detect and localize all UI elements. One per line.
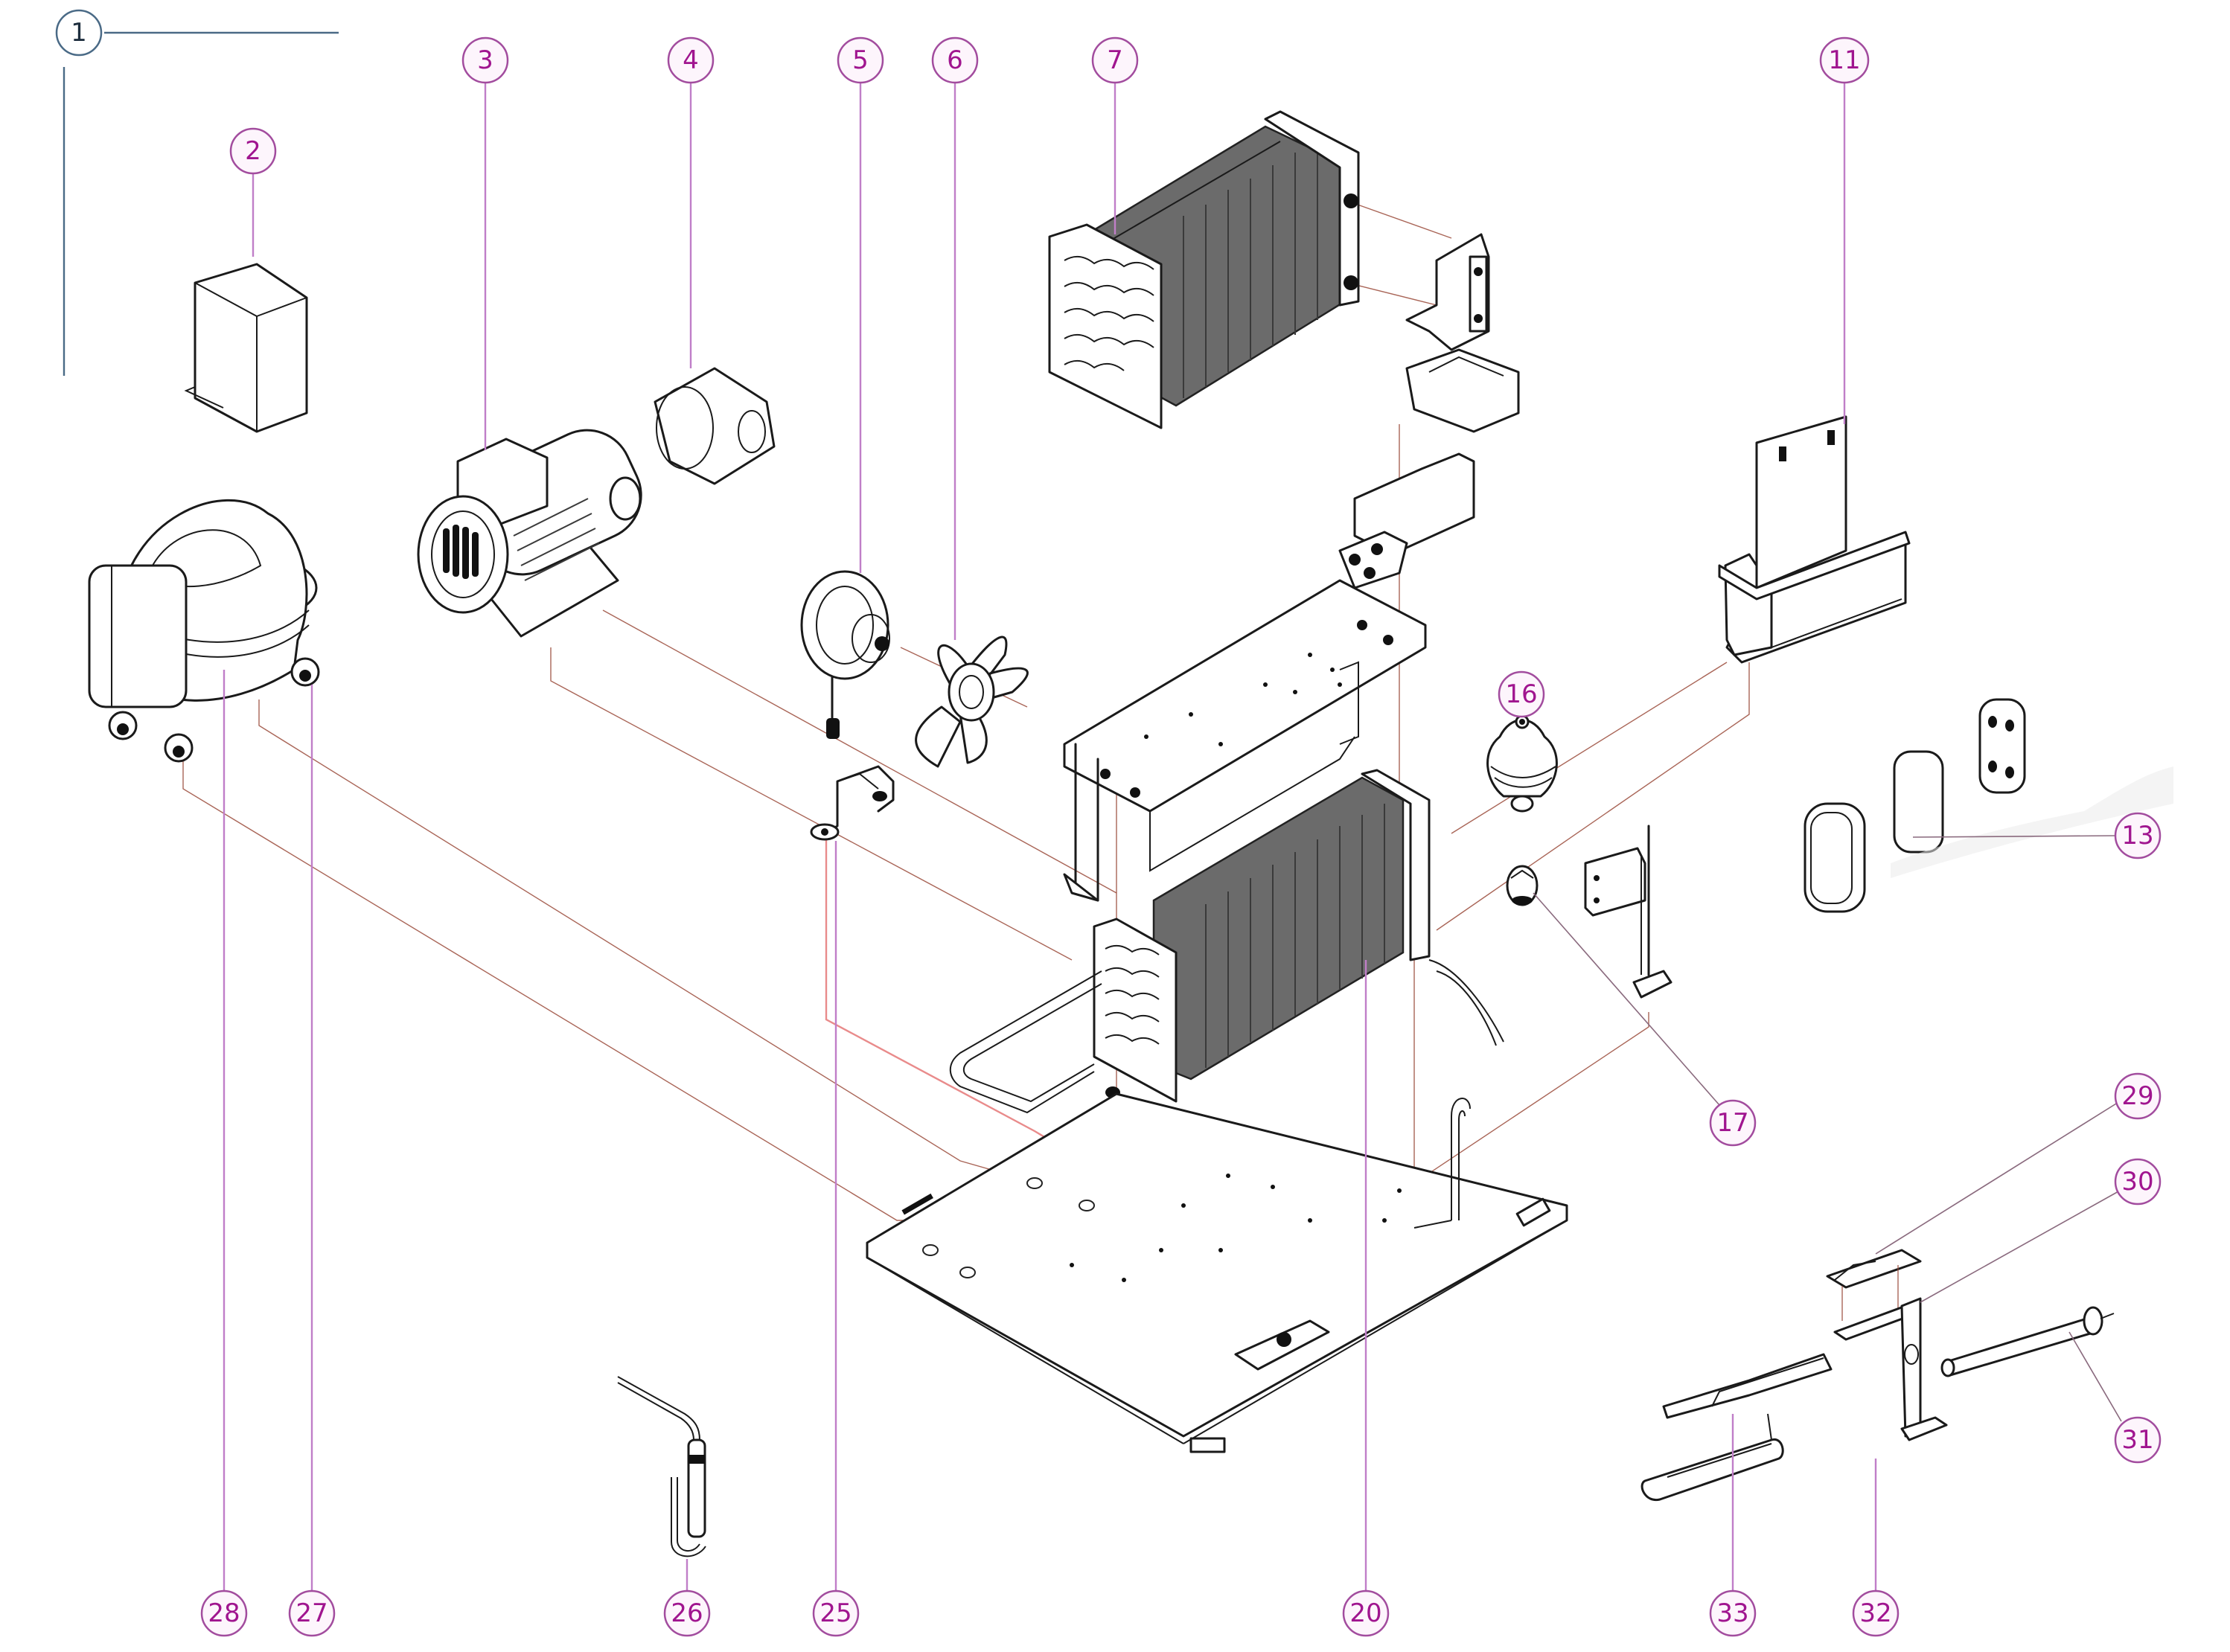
callout-7-label: 7	[1107, 45, 1123, 75]
base-plate-part[interactable]	[866, 1092, 1568, 1453]
callout-26-label: 26	[671, 1598, 703, 1628]
motor-cover-part[interactable]	[654, 367, 776, 485]
callout-2[interactable]: 2	[229, 127, 277, 175]
callout-30-label: 30	[2121, 1167, 2153, 1197]
evaporator-fan-motor-part[interactable]	[800, 570, 890, 739]
callout-31[interactable]: 31	[2114, 1416, 2162, 1464]
callout-29[interactable]: 29	[2114, 1072, 2162, 1120]
callout-20-label: 20	[1349, 1598, 1381, 1628]
drain-tray-part[interactable]	[1718, 415, 1911, 664]
callout-25-label: 25	[820, 1598, 852, 1628]
assembly-line	[1436, 662, 1750, 931]
callout-1-label: 1	[71, 18, 87, 48]
callout-20[interactable]: 20	[1342, 1589, 1390, 1637]
callout-32[interactable]: 32	[1852, 1589, 1900, 1637]
callout-11[interactable]: 11	[1819, 36, 1870, 84]
leader-lines	[63, 31, 2122, 1591]
callout-31-label: 31	[2121, 1425, 2153, 1455]
callout-27[interactable]: 27	[288, 1589, 336, 1637]
callout-17-label: 17	[1716, 1108, 1748, 1138]
callout-13-label: 13	[2121, 821, 2153, 851]
electrical-box-part[interactable]	[184, 263, 308, 433]
callout-4[interactable]: 4	[667, 36, 715, 84]
heater-assembly-part[interactable]	[1640, 1249, 2115, 1502]
callout-30[interactable]: 30	[2114, 1158, 2162, 1206]
compressor-part[interactable]	[88, 499, 320, 763]
fitting-nut-part[interactable]	[1506, 865, 1539, 906]
fan-blade-part[interactable]	[915, 635, 1029, 768]
callout-17[interactable]: 17	[1709, 1099, 1757, 1147]
callout-13[interactable]: 13	[2114, 812, 2162, 859]
assembly-line	[1346, 282, 1437, 306]
callout-16-label: 16	[1505, 679, 1537, 709]
assembly-line	[1451, 662, 1728, 834]
accumulator-part[interactable]	[1486, 714, 1558, 813]
motor-bracket-part[interactable]	[810, 765, 895, 841]
callout-1[interactable]: 1	[55, 9, 103, 57]
condenser-bracket-part[interactable]	[1338, 233, 1520, 589]
callout-32-label: 32	[1859, 1598, 1891, 1628]
callout-6[interactable]: 6	[931, 36, 979, 84]
callout-16[interactable]: 16	[1498, 670, 1545, 718]
callout-2-label: 2	[245, 136, 261, 166]
fan-motor-part[interactable]	[417, 415, 656, 638]
callout-33-label: 33	[1716, 1598, 1748, 1628]
assembly-line	[258, 699, 1065, 1191]
side-bracket-part[interactable]	[1584, 825, 1672, 999]
callout-26[interactable]: 26	[663, 1589, 711, 1637]
callout-11-label: 11	[1828, 45, 1860, 75]
assembly-line	[550, 647, 1073, 961]
callout-3-label: 3	[477, 45, 493, 75]
callout-7[interactable]: 7	[1091, 36, 1139, 84]
callout-3[interactable]: 3	[461, 36, 509, 84]
gasket-set-part[interactable]	[1804, 698, 2173, 913]
callout-5-label: 5	[852, 45, 869, 75]
callout-29-label: 29	[2121, 1081, 2153, 1111]
callout-25[interactable]: 25	[812, 1589, 860, 1637]
callout-27-label: 27	[295, 1598, 328, 1628]
callouts: 1 2 3 4 5 6 7 11	[55, 9, 2162, 1637]
capillary-drier-part[interactable]	[617, 1376, 706, 1557]
assembly-line	[1413, 1012, 1649, 1184]
assembly-line	[1346, 200, 1452, 239]
callout-6-label: 6	[947, 45, 963, 75]
callout-28[interactable]: 28	[200, 1589, 248, 1637]
callout-28-label: 28	[208, 1598, 240, 1628]
frame-shelf-part[interactable]	[1063, 579, 1427, 902]
callout-5[interactable]: 5	[837, 36, 884, 84]
callout-33[interactable]: 33	[1709, 1589, 1757, 1637]
condenser-coil-part[interactable]	[1048, 110, 1360, 429]
assembly-line	[602, 609, 1117, 894]
evaporator-coil-part[interactable]	[949, 769, 1504, 1114]
callout-4-label: 4	[683, 45, 699, 75]
